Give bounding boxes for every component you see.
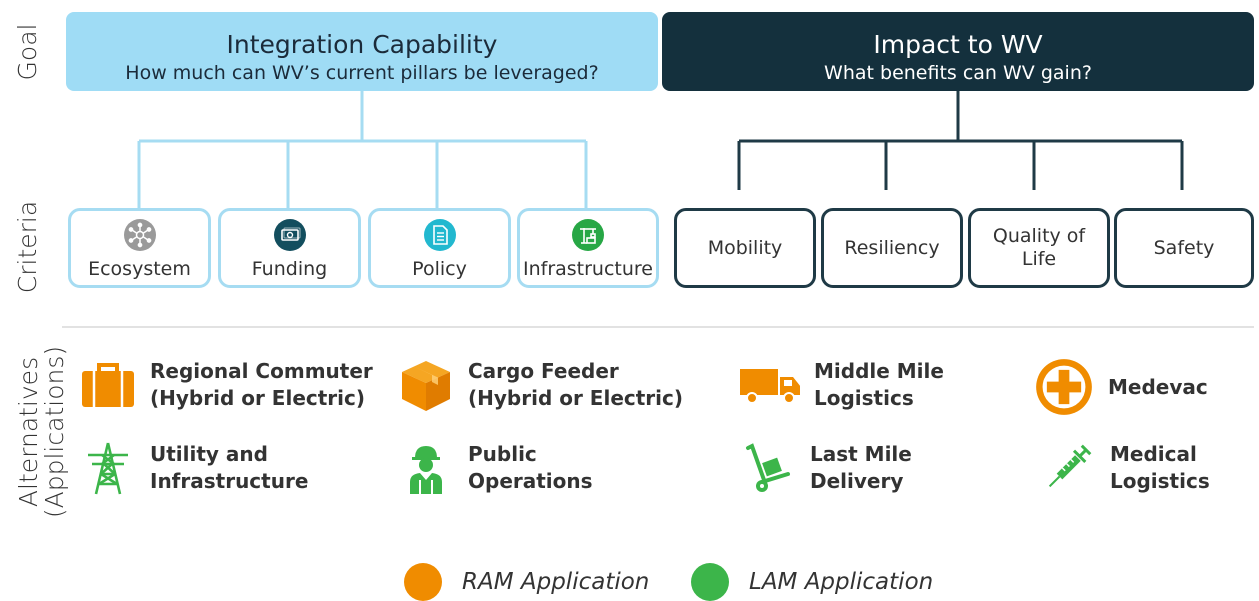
legend-ram-dot bbox=[404, 563, 442, 601]
legend-ram: RAM Application bbox=[404, 563, 649, 601]
criteria-ecosystem-label: Ecosystem bbox=[88, 258, 191, 280]
criteria-infrastructure: Infrastructure bbox=[517, 208, 659, 288]
criteria-funding: Funding bbox=[218, 208, 361, 288]
alternative-medevac: Medevac bbox=[1034, 357, 1208, 417]
legend-lam-label: LAM Application bbox=[749, 569, 934, 595]
alternative-medical-logistics: Medical Logistics bbox=[1040, 440, 1210, 496]
power-tower-icon bbox=[88, 442, 128, 495]
alternative-cargo-feeder: Cargo Feeder (Hybrid or Electric) bbox=[398, 357, 683, 413]
criteria-mobility: Mobility bbox=[674, 208, 816, 288]
legend-lam-dot bbox=[691, 563, 729, 601]
criteria-quality-of-life: Quality of Life bbox=[968, 208, 1110, 288]
impact-connectors bbox=[737, 91, 1184, 190]
alternative-utility-infrastructure: Utility and Infrastructure bbox=[80, 440, 308, 496]
integration-connectors bbox=[137, 91, 588, 208]
criteria-infrastructure-label: Infrastructure bbox=[522, 258, 653, 280]
goal-impact-subtitle: What benefits can WV gain? bbox=[824, 62, 1092, 84]
alt-line1: Public bbox=[468, 442, 537, 466]
alternative-medical-logistics-label: Medical Logistics bbox=[1110, 441, 1210, 495]
criteria-mobility-label: Mobility bbox=[707, 236, 783, 259]
alt-line1: Utility and bbox=[150, 442, 268, 466]
criteria-funding-label: Funding bbox=[251, 258, 328, 280]
network-icon bbox=[123, 219, 156, 251]
document-icon bbox=[423, 219, 456, 251]
package-icon bbox=[402, 361, 450, 411]
alt-line2: Logistics bbox=[1110, 469, 1210, 493]
legend-lam: LAM Application bbox=[691, 563, 933, 601]
alt-line2: Logistics bbox=[814, 386, 914, 410]
goal-integration-title: Integration Capability bbox=[226, 30, 498, 59]
criteria-safety-label: Safety bbox=[1153, 236, 1215, 259]
money-icon bbox=[273, 219, 306, 251]
worker-icon bbox=[410, 446, 442, 494]
goal-integration-subtitle: How much can WV’s current pillars be lev… bbox=[125, 62, 599, 84]
goal-integration-capability: Integration Capability How much can WV’s… bbox=[66, 12, 658, 91]
syringe-icon bbox=[1048, 444, 1092, 488]
alternative-medevac-label: Medevac bbox=[1108, 374, 1208, 401]
alternative-cargo-feeder-label: Cargo Feeder (Hybrid or Electric) bbox=[468, 358, 683, 412]
alternative-last-mile-delivery: Last Mile Delivery bbox=[740, 440, 912, 496]
criteria-quality-line2: Life bbox=[1021, 248, 1057, 270]
criteria-policy-label: Policy bbox=[412, 258, 467, 280]
alt-line1: Last Mile bbox=[810, 442, 912, 466]
alternative-utility-label: Utility and Infrastructure bbox=[150, 441, 308, 495]
alt-line2: Delivery bbox=[810, 469, 904, 493]
criteria-resiliency-label: Resiliency bbox=[844, 236, 940, 259]
goal-impact-to-wv: Impact to WV What benefits can WV gain? bbox=[662, 12, 1254, 91]
alternative-middle-mile-label: Middle Mile Logistics bbox=[814, 358, 944, 412]
criteria-resiliency: Resiliency bbox=[821, 208, 963, 288]
alternative-middle-mile-logistics: Middle Mile Logistics bbox=[734, 357, 944, 413]
alternative-public-operations: Public Operations bbox=[398, 440, 593, 496]
alt-line2: Infrastructure bbox=[150, 469, 309, 493]
truck-icon bbox=[740, 369, 800, 404]
alt-line1: Medevac bbox=[1108, 374, 1208, 399]
alt-line2: (Hybrid or Electric) bbox=[468, 386, 684, 410]
alternative-last-mile-label: Last Mile Delivery bbox=[810, 441, 912, 495]
suitcase-icon bbox=[82, 363, 134, 407]
goal-impact-title: Impact to WV bbox=[873, 30, 1043, 59]
crane-icon bbox=[572, 219, 604, 251]
alt-line2: Operations bbox=[468, 469, 593, 493]
alt-line1: Medical bbox=[1110, 442, 1197, 466]
criteria-safety: Safety bbox=[1114, 208, 1254, 288]
criteria-policy: Policy bbox=[368, 208, 511, 288]
criteria-quality-of-life-label: Quality of Life bbox=[993, 225, 1085, 271]
alt-line2: (Hybrid or Electric) bbox=[150, 386, 366, 410]
criteria-quality-line1: Quality of bbox=[992, 225, 1086, 247]
criteria-ecosystem: Ecosystem bbox=[68, 208, 211, 288]
alt-line1: Regional Commuter bbox=[150, 359, 373, 383]
alternative-regional-commuter-label: Regional Commuter (Hybrid or Electric) bbox=[150, 358, 373, 412]
alt-line1: Cargo Feeder bbox=[468, 359, 619, 383]
medical-cross-icon bbox=[1036, 359, 1092, 415]
alternative-public-operations-label: Public Operations bbox=[468, 441, 593, 495]
alternative-regional-commuter: Regional Commuter (Hybrid or Electric) bbox=[80, 357, 373, 413]
alt-line1: Middle Mile bbox=[814, 359, 944, 383]
hand-truck-icon bbox=[746, 443, 790, 492]
legend-ram-label: RAM Application bbox=[462, 569, 650, 595]
